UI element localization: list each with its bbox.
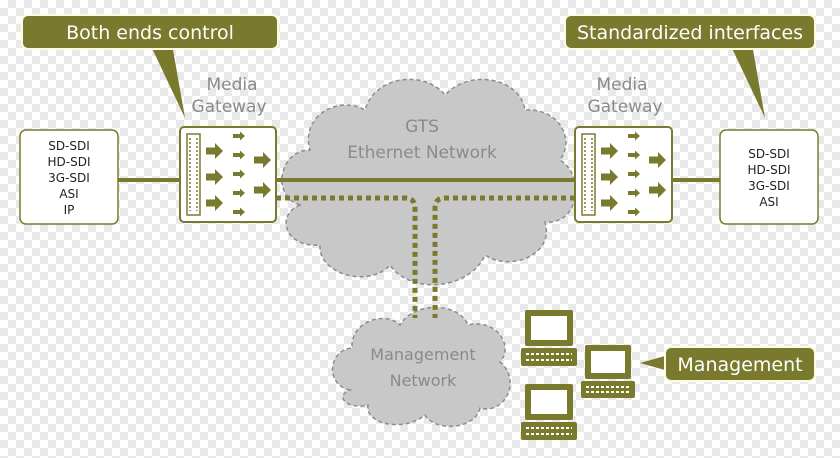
computer-icon — [581, 345, 635, 398]
gateway-left-line1: Media — [206, 75, 257, 95]
cloud-mgmt-line2: Network — [390, 371, 458, 390]
callout-right-label: Standardized interfaces — [577, 22, 803, 44]
gts-ethernet-cloud: GTS Ethernet Network — [281, 78, 577, 286]
interfaces-box-right: SD-SDI HD-SDI 3G-SDI ASI — [719, 129, 819, 225]
cloud-mgmt-line1: Management — [370, 345, 475, 364]
media-gateway-right: Media Gateway — [574, 75, 673, 223]
callout-standardized-interfaces: Standardized interfaces — [564, 14, 816, 118]
callout-left-label: Both ends control — [66, 22, 234, 44]
computer-icon — [521, 310, 577, 366]
interface-left-2: HD-SDI — [48, 155, 91, 169]
gateway-left-line2: Gateway — [191, 97, 266, 117]
interface-right-2: HD-SDI — [748, 163, 791, 177]
cloud-main-line1: GTS — [405, 117, 439, 137]
interface-right-1: SD-SDI — [748, 147, 790, 161]
cloud-main-line2: Ethernet Network — [347, 143, 497, 163]
gateway-right-line2: Gateway — [587, 97, 662, 117]
computer-icon — [521, 384, 577, 440]
interface-left-1: SD-SDI — [48, 139, 90, 153]
dotted-management-links — [276, 195, 575, 318]
management-cloud: Management Network — [331, 306, 511, 427]
interface-right-4: ASI — [759, 195, 778, 209]
interfaces-box-left: SD-SDI HD-SDI 3G-SDI ASI IP — [19, 129, 119, 225]
callout-bottom-label: Management — [677, 354, 802, 376]
gateway-right-line1: Media — [596, 75, 647, 95]
interface-right-3: 3G-SDI — [748, 179, 790, 193]
interface-left-3: 3G-SDI — [48, 171, 90, 185]
interface-left-4: ASI — [59, 187, 78, 201]
interface-left-5: IP — [64, 203, 75, 217]
callout-management: Management — [640, 346, 816, 382]
media-gateway-left: Media Gateway — [179, 75, 277, 223]
callout-both-ends-control: Both ends control — [21, 14, 279, 118]
